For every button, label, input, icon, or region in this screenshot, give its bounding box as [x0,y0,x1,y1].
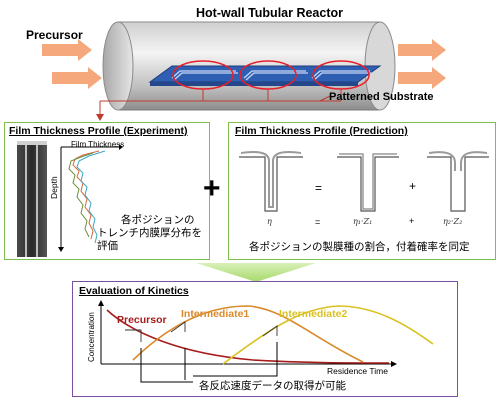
equation-plus-2: + [409,216,415,226]
equation-equals-1: = [315,181,323,195]
kinetics-yaxis-label: Concentration [87,312,96,362]
experiment-note-line2: トレンチ内膜厚分布を [97,227,202,239]
trench-species-1 [337,153,399,212]
precursor-inlet-label: Precursor [26,28,83,42]
outlet-arrows [398,39,446,89]
experiment-xaxis-label: Film Thickness [71,140,125,149]
reactor-title: Hot-wall Tubular Reactor [196,6,344,20]
profile-curve-3 [68,152,94,238]
profile-curve-2 [76,150,106,244]
trench-species-2 [427,151,489,212]
intermediate2-curve [222,305,434,365]
experiment-panel: Film Thickness Profile (Experiment) [4,122,210,260]
patterned-substrate [148,65,382,86]
position-connectors [99,89,342,116]
series-label-intermediate1: Intermediate1 [181,308,250,320]
equation-term-2: η₂·Z₂ [443,217,463,226]
kinetics-panel-title: Evaluation of Kinetics [79,285,189,297]
equation-plus-1: + [409,179,417,193]
series-label-intermediate2: Intermediate2 [279,308,348,320]
reactor-illustration [42,21,446,121]
patterned-substrate-label: Patterned Substrate [329,91,434,103]
thickness-profile-plot [58,144,123,252]
caption-bracket [140,342,278,383]
kinetics-panel: Evaluation of Kinetics [72,281,458,397]
series-label-precursor: Precursor [117,314,167,326]
kinetics-xaxis-label: Residence Time [327,366,388,376]
connector-arrowhead [96,114,104,121]
kinetics-curves [98,300,434,383]
sem-cross-section-image [17,141,47,257]
kinetics-caption: 各反応速度データの取得が可能 [199,380,346,392]
equation-lhs-eta: η [267,217,272,226]
trench-total [239,151,303,212]
trench-equation-diagram [239,151,489,212]
prediction-panel-title: Film Thickness Profile (Prediction) [235,125,408,137]
equation-equals-2: = [315,217,321,227]
rate-tangent-markers [125,321,278,342]
intermediate1-curve [132,305,364,363]
experiment-note-line3: 評価 [97,240,118,252]
prediction-caption: 各ポジションの製膜種の割合，付着確率を同定 [249,241,470,253]
prediction-panel: Film Thickness Profile (Prediction) = + … [228,122,496,260]
inlet-arrows [42,39,102,89]
experiment-panel-title: Film Thickness Profile (Experiment) [9,125,188,137]
experiment-note-line1: 各ポジションの [121,214,195,226]
equation-term-1: η₁·Z₁ [353,217,373,226]
flow-down-arrow [196,263,316,282]
experiment-yaxis-label: Depth [49,176,59,199]
plus-operator: + [203,172,221,205]
